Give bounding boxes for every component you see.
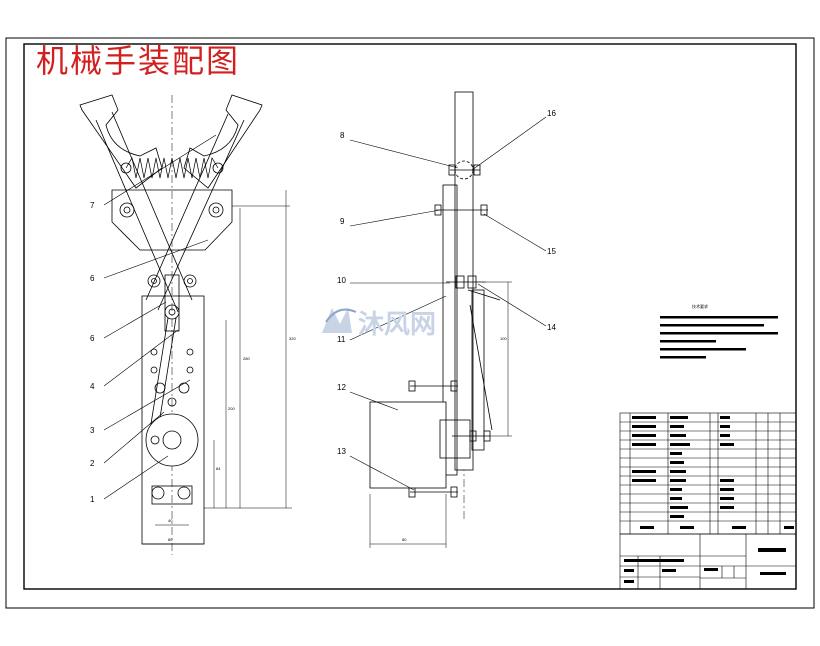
label-4: 4 [90,382,95,391]
label-6a: 6 [90,274,95,283]
label-3: 3 [90,426,95,435]
svg-text:100: 100 [500,336,507,341]
label-9: 9 [340,217,345,226]
side-view: 100 80 [369,91,512,548]
svg-text:80: 80 [402,537,407,542]
watermark-text: 沐风网 [358,310,436,340]
drawing-title: 机械手装配图 [36,42,240,80]
label-16: 16 [547,109,556,118]
svg-text:技术要求: 技术要求 [692,303,708,309]
svg-text:200: 200 [228,406,235,411]
left-jaw [79,94,163,189]
svg-text:40: 40 [168,518,173,523]
label-10: 10 [337,276,346,285]
parts-list-text [632,416,794,529]
plate-holes [150,348,194,500]
outer-frame [5,37,815,609]
spring [125,157,219,179]
label-1: 1 [90,495,95,504]
front-view: 280 320 200 84 80 40 [79,94,296,555]
label-12: 12 [337,383,346,392]
label-8: 8 [340,131,345,140]
title-block-text [624,548,786,583]
cam-disk [145,413,199,467]
svg-text:84: 84 [216,466,221,471]
title-block [619,533,797,590]
svg-text:320: 320 [289,336,296,341]
inner-frame [23,43,797,590]
label-6b: 6 [90,334,95,343]
bolts [119,162,224,288]
label-14: 14 [547,323,556,332]
svg-text:80: 80 [168,537,173,542]
svg-text:280: 280 [243,356,250,361]
front-leaders [103,134,217,500]
watermark: 沐风网 [322,308,436,340]
label-2: 2 [90,459,95,468]
side-leaders [349,116,547,491]
right-jaw [183,94,263,189]
support-plate [111,189,233,251]
watermark-logo [322,308,352,333]
motor-block [369,401,447,489]
label-7: 7 [90,201,95,210]
parts-list [619,412,797,535]
label-13: 13 [337,447,346,456]
label-15: 15 [547,247,556,256]
label-11: 11 [337,335,346,344]
tech-notes: 技术要求 [660,303,778,359]
side-bolts [408,160,491,498]
